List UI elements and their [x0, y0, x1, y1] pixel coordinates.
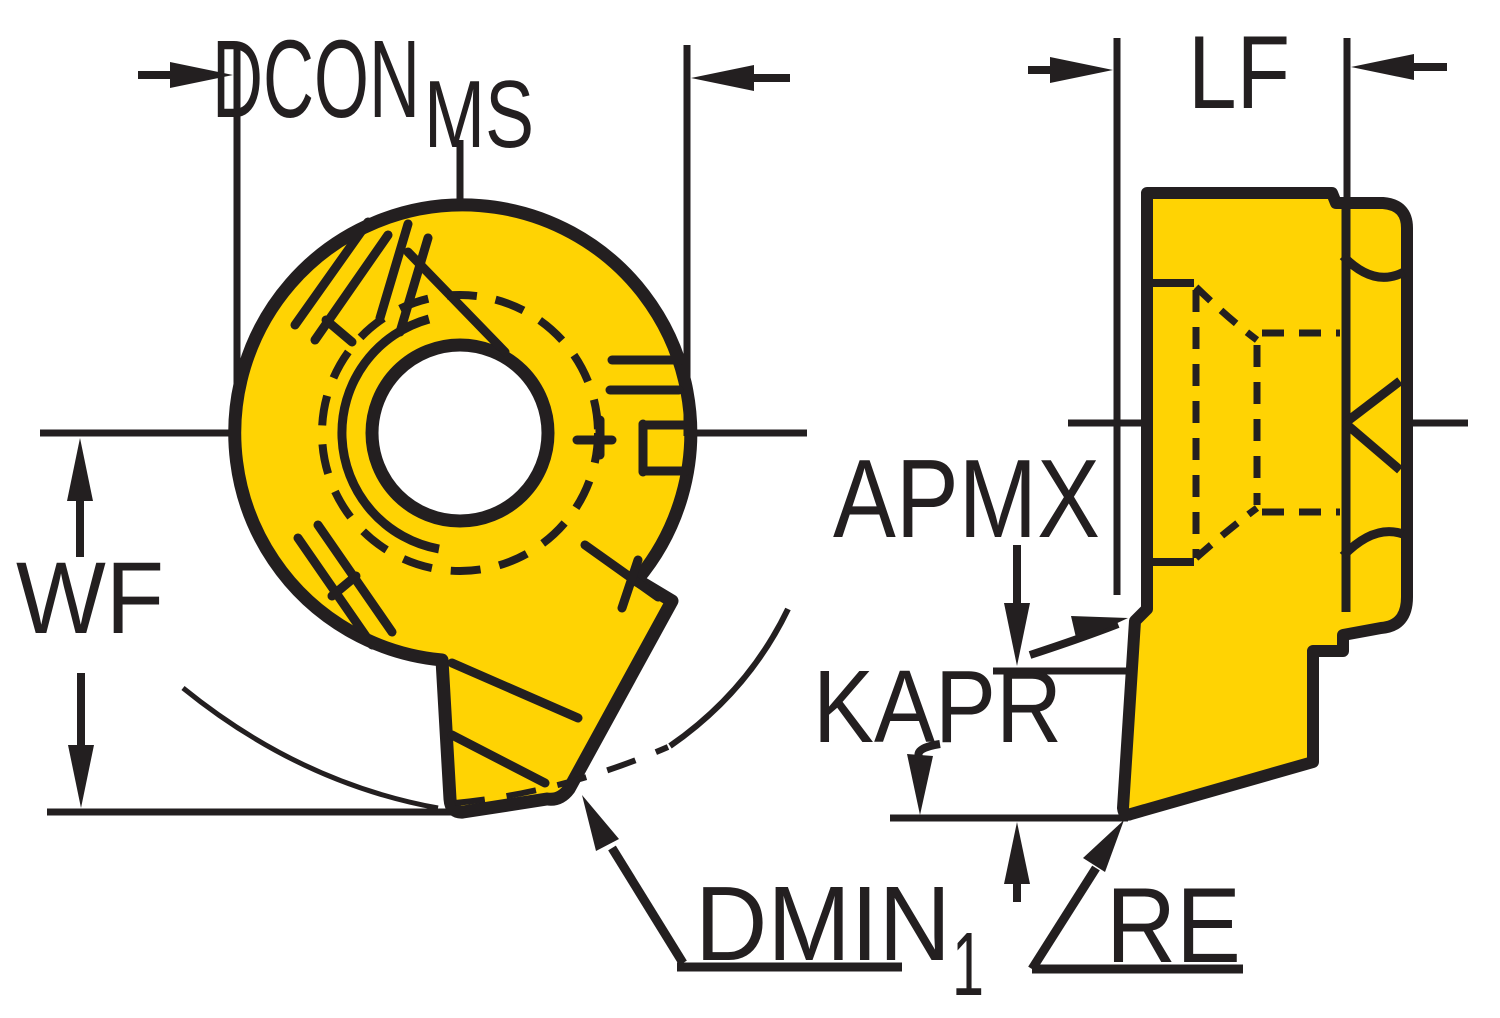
facet-line	[403, 247, 510, 357]
front-view	[40, 140, 807, 819]
hidden-cone-line	[1193, 284, 1260, 343]
lobe-cone-line	[1342, 419, 1403, 474]
lf-arrowhead-left	[1050, 57, 1113, 83]
dcon-label-subscript: MS	[424, 61, 534, 168]
apmx-label: APMX	[833, 437, 1100, 561]
dimensions: DCON MS LF WF APMX KAPR DM	[16, 15, 1447, 1015]
dcon-arrowhead-right	[691, 65, 754, 91]
hidden-hole-profile	[1149, 279, 1340, 566]
kapr-arc-arrowhead	[1071, 616, 1128, 642]
hidden-cone-line	[1193, 505, 1260, 561]
wf-arrowhead-up	[67, 438, 93, 501]
wf-label: WF	[16, 541, 164, 655]
facet-line	[395, 233, 433, 337]
dmin-label-subscript: 1	[952, 915, 984, 1015]
wf-arrowhead-down	[68, 745, 94, 808]
apmx-arrowhead-down	[1004, 603, 1030, 666]
side-view	[1068, 187, 1468, 821]
lobe-details	[1339, 203, 1407, 612]
lobe-arc-bottom	[1339, 527, 1405, 560]
facet-line	[580, 540, 663, 602]
surface-arc-left	[181, 686, 439, 811]
counterbore-arc	[337, 314, 440, 554]
facet-tick	[617, 555, 643, 613]
center-hole	[365, 338, 555, 528]
facet-tick	[321, 315, 357, 347]
dmin-label: DMIN	[695, 865, 951, 983]
surface-arc-right	[668, 607, 791, 749]
facet-tick	[327, 571, 361, 601]
re-label: RE	[1106, 865, 1241, 985]
lobe-arc-top	[1339, 252, 1407, 282]
dmin-leader-line	[608, 845, 687, 966]
lf-arrowhead-right	[1351, 54, 1414, 80]
facet-lines	[290, 217, 693, 788]
re-leader-line	[1028, 865, 1100, 972]
lobe-cone-line	[1342, 377, 1403, 427]
re-arrowhead	[1083, 820, 1124, 872]
tip-facet-line	[447, 658, 583, 723]
surface-arc-dashed	[454, 744, 670, 806]
dmin-arrowhead	[582, 795, 619, 851]
dcon-label: DCON	[212, 18, 420, 141]
lf-label: LF	[1188, 15, 1290, 131]
tip-facet-line	[447, 730, 550, 788]
kapr-label: KAPR	[813, 649, 1062, 764]
facet-line	[375, 219, 413, 323]
facet-line	[290, 217, 373, 330]
apmx-arrowhead-up	[1004, 822, 1030, 884]
dcon-arrowhead-left	[170, 62, 233, 88]
kapr-arrowhead-down	[907, 754, 933, 815]
